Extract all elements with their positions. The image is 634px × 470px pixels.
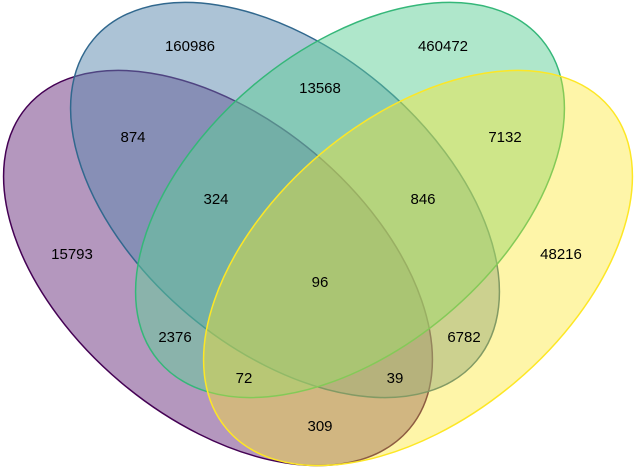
region-abcd: 96 xyxy=(312,274,329,291)
region-bd: 6782 xyxy=(447,329,480,346)
region-cd: 7132 xyxy=(488,129,521,146)
region-d-only: 48216 xyxy=(540,246,582,263)
region-b-only: 160986 xyxy=(165,38,215,55)
region-abd: 39 xyxy=(387,370,404,387)
region-ac: 2376 xyxy=(158,329,191,346)
region-ab: 874 xyxy=(120,129,145,146)
region-a-only: 15793 xyxy=(51,246,93,263)
region-bc: 13568 xyxy=(299,80,341,97)
region-abc: 324 xyxy=(203,191,228,208)
region-ad: 309 xyxy=(307,418,332,435)
region-acd: 72 xyxy=(236,370,253,387)
region-bcd: 846 xyxy=(410,191,435,208)
region-c-only: 460472 xyxy=(418,38,468,55)
set-c-ellipse xyxy=(134,1,566,399)
set-d-ellipse xyxy=(202,69,634,467)
